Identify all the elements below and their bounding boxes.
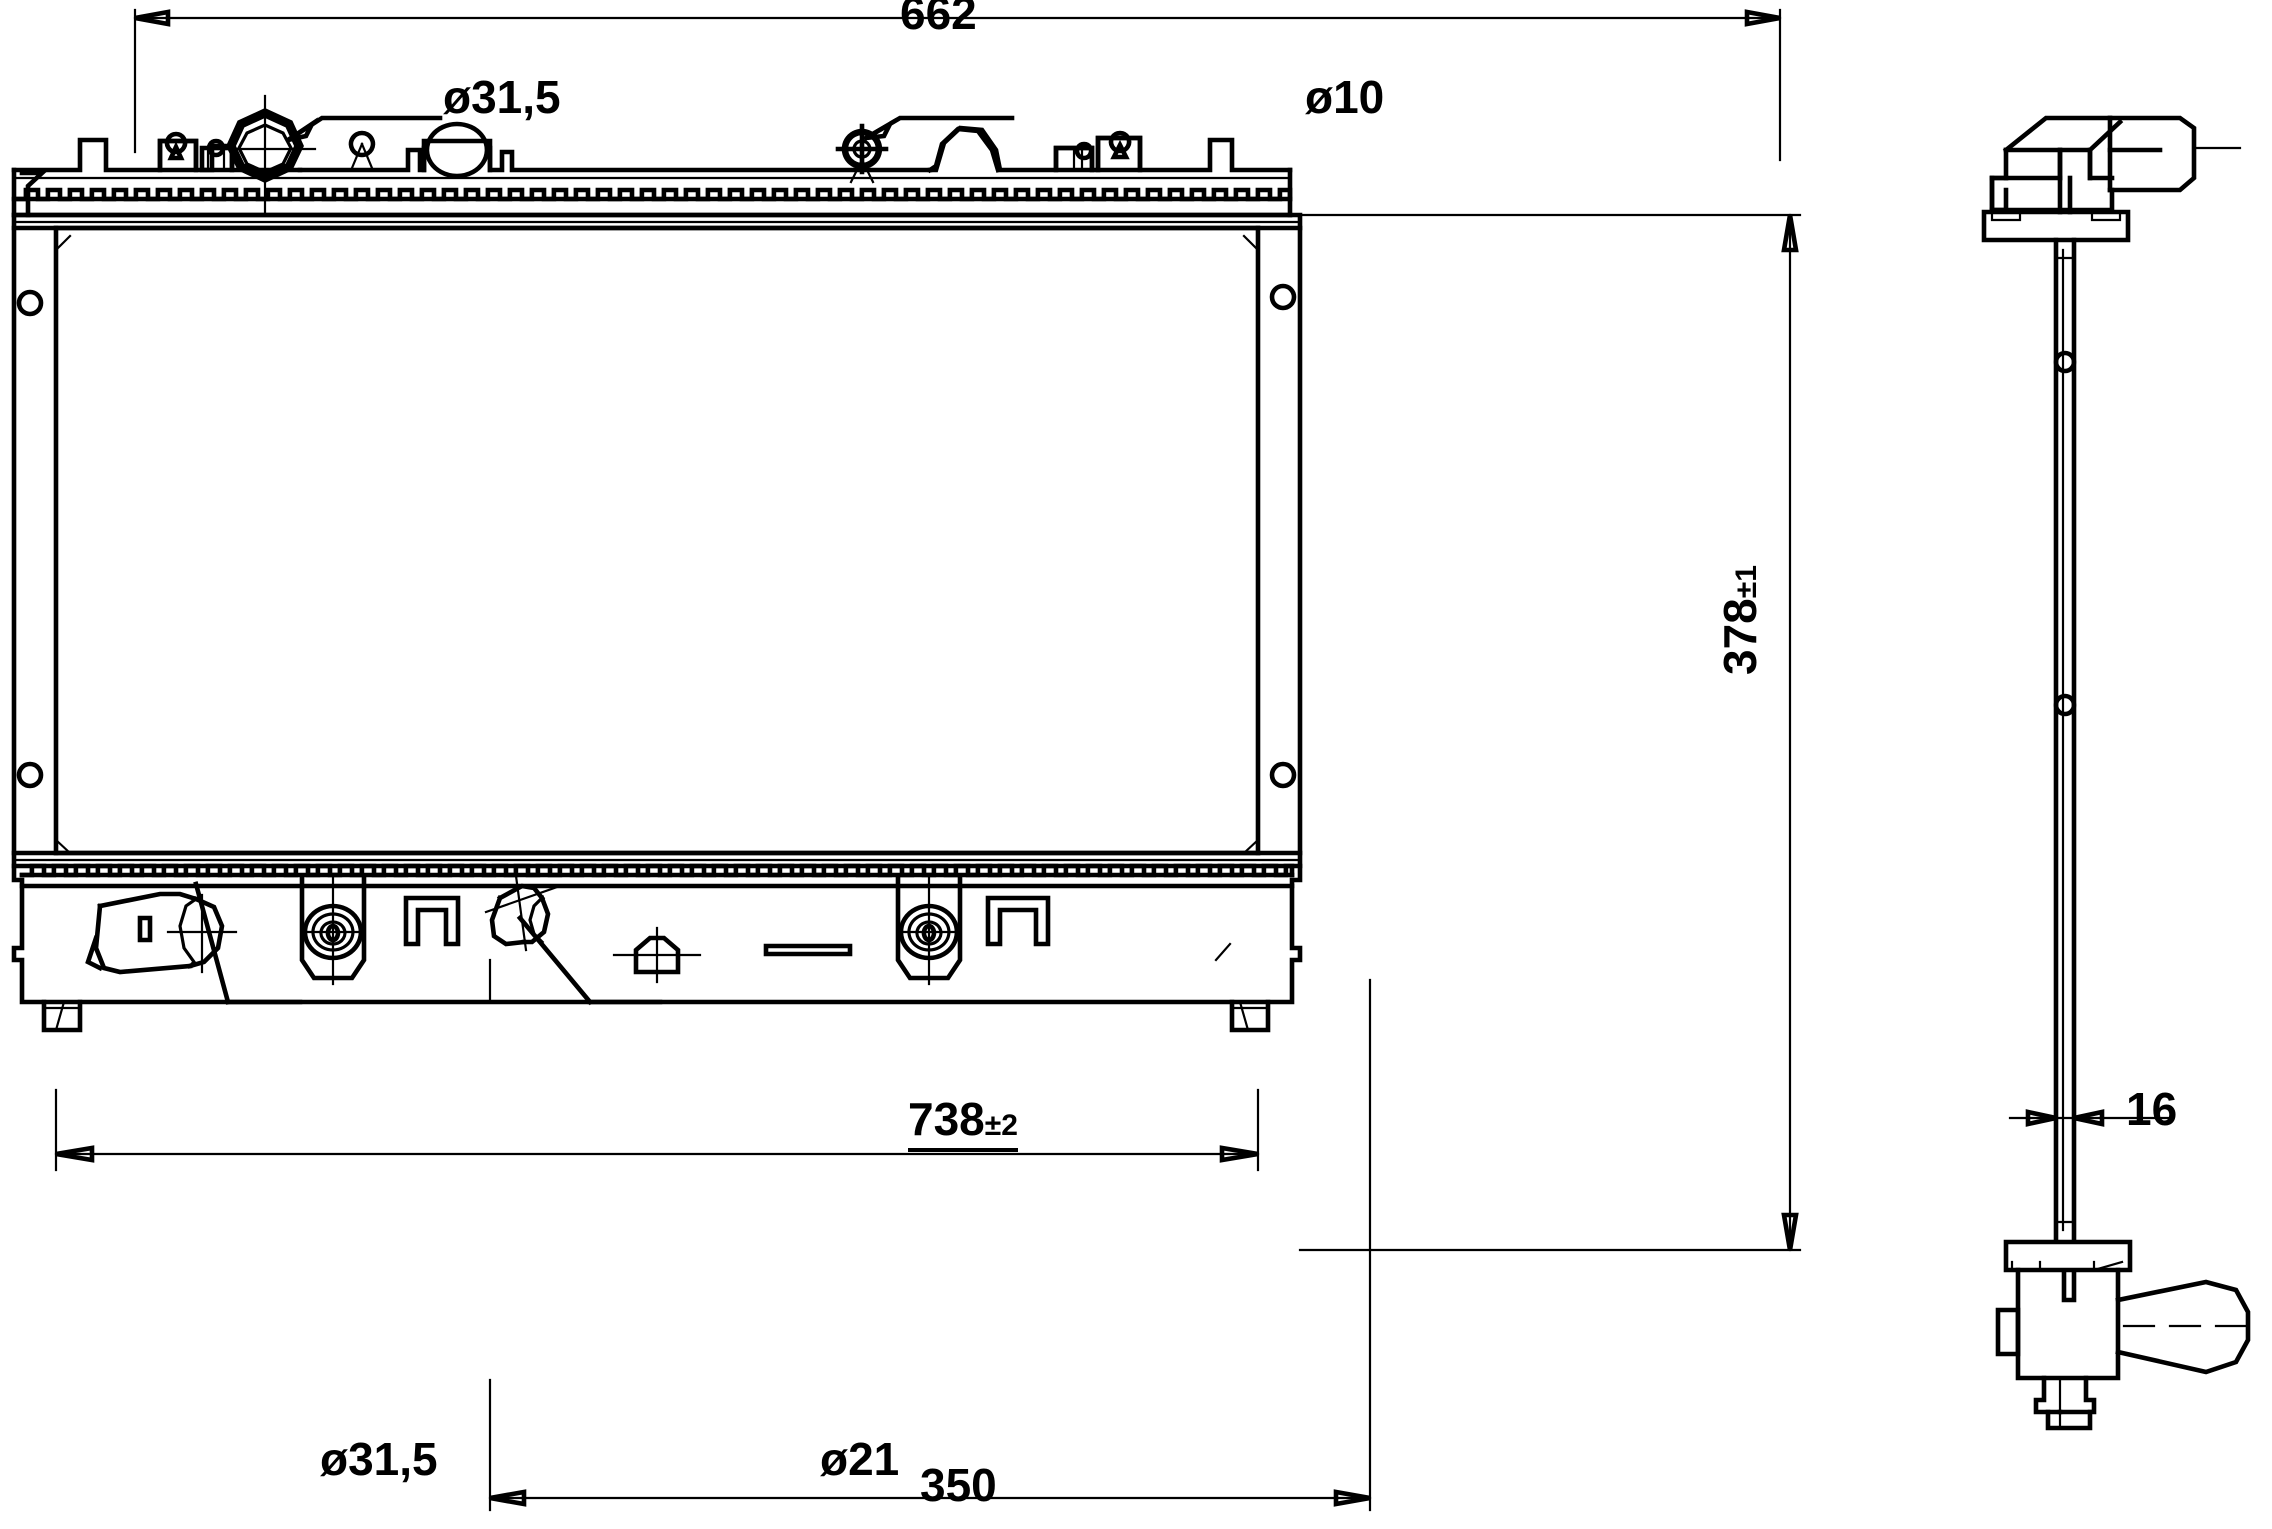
dimension-350 bbox=[488, 958, 1372, 1512]
dimension-738 bbox=[54, 1088, 1260, 1172]
dimension-378 bbox=[1298, 213, 1802, 1252]
side-view-top bbox=[1981, 115, 2242, 243]
outlet-pipe-bottom bbox=[85, 881, 303, 1005]
small-port-bottom bbox=[484, 874, 663, 1006]
leader-d10-top bbox=[862, 115, 1015, 142]
center-tab bbox=[612, 926, 702, 984]
dimension-label-16: 16 bbox=[2126, 1083, 2178, 1135]
threaded-boss-right bbox=[895, 874, 963, 986]
center-rib bbox=[763, 943, 853, 957]
dimension-label-662: 662 bbox=[900, 0, 977, 39]
mount-hole-right-upper bbox=[1269, 283, 1297, 311]
front-view-top-tank bbox=[11, 94, 1303, 231]
dimension-label-inlet-top: ø31,5 bbox=[443, 71, 561, 123]
leader-d31-5-top bbox=[284, 115, 443, 144]
bracket-center-right bbox=[985, 895, 1051, 947]
dimension-label-outlet-bottom: ø31,5 bbox=[320, 1433, 438, 1485]
front-view-core bbox=[11, 225, 1303, 856]
dimension-label-738: 738 bbox=[908, 1093, 985, 1145]
dimension-label-738-tol: ±2 bbox=[984, 1109, 1018, 1142]
threaded-boss-left bbox=[299, 874, 367, 986]
mount-hole-left-lower bbox=[16, 761, 44, 789]
side-view-core-strip bbox=[2053, 237, 2077, 1243]
mount-hole-left-upper bbox=[16, 289, 44, 317]
side-hole-lower bbox=[2053, 693, 2077, 717]
top-fin-band bbox=[11, 187, 1293, 202]
bracket-center-left bbox=[403, 895, 461, 947]
dimension-label-small-port: ø21 bbox=[820, 1433, 900, 1485]
dimension-label-378-tol: ±1 bbox=[1730, 565, 1763, 599]
dimension-label-378: 378 bbox=[1714, 598, 1766, 675]
side-hole-upper bbox=[2053, 350, 2077, 374]
dimension-label-350: 350 bbox=[920, 1459, 997, 1511]
front-view-bottom-tank bbox=[11, 850, 1303, 1033]
dimension-label-738-group: 738±2 bbox=[908, 1092, 1018, 1152]
side-view-bottom bbox=[1995, 1239, 2262, 1431]
dimension-label-378-group: 378±1 bbox=[1713, 495, 1767, 675]
top-tank-body bbox=[11, 121, 1293, 218]
dimension-16 bbox=[2008, 1109, 2172, 1127]
mount-hole-right-lower bbox=[1269, 761, 1297, 789]
dimension-label-drain-top: ø10 bbox=[1305, 71, 1385, 123]
dimension-662 bbox=[133, 8, 1782, 162]
